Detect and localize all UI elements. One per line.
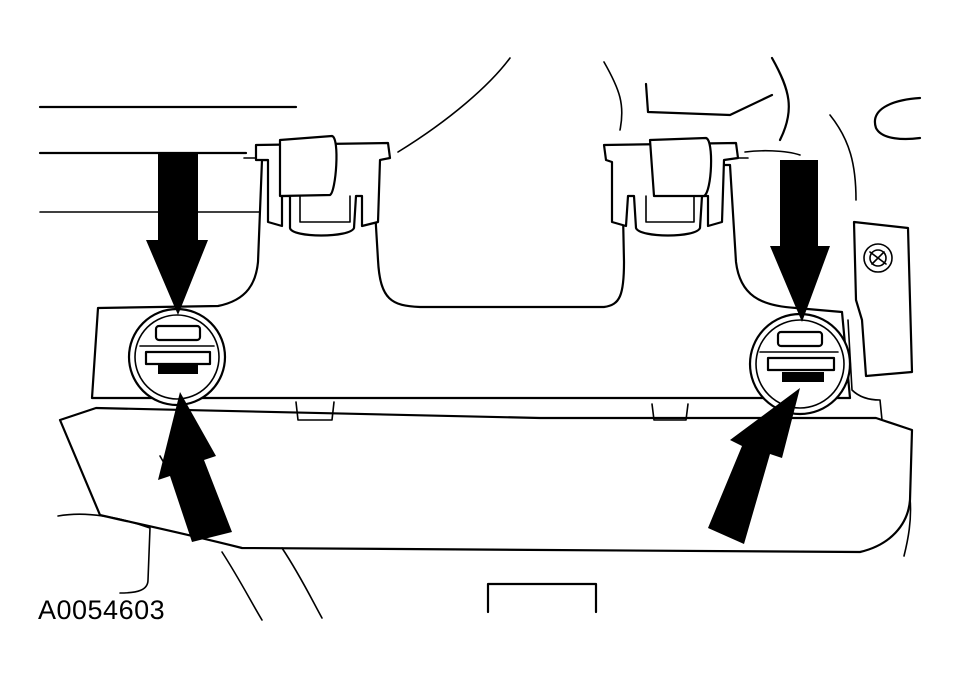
arrow-down-left (146, 152, 208, 315)
arrow-up-left (158, 392, 232, 542)
right-bracket (847, 220, 914, 421)
hinge-right (602, 136, 749, 237)
glove-box-door (57, 401, 914, 594)
retainer-clip-left (127, 307, 227, 407)
hinge-left (243, 134, 392, 237)
arrow-down-right (770, 160, 830, 322)
dash-panel-context (38, 56, 922, 213)
lower-context (221, 497, 912, 621)
figure-id-label: A0054603 (38, 595, 166, 625)
retainer-clip-right (748, 312, 852, 416)
arrow-up-right (708, 388, 800, 544)
